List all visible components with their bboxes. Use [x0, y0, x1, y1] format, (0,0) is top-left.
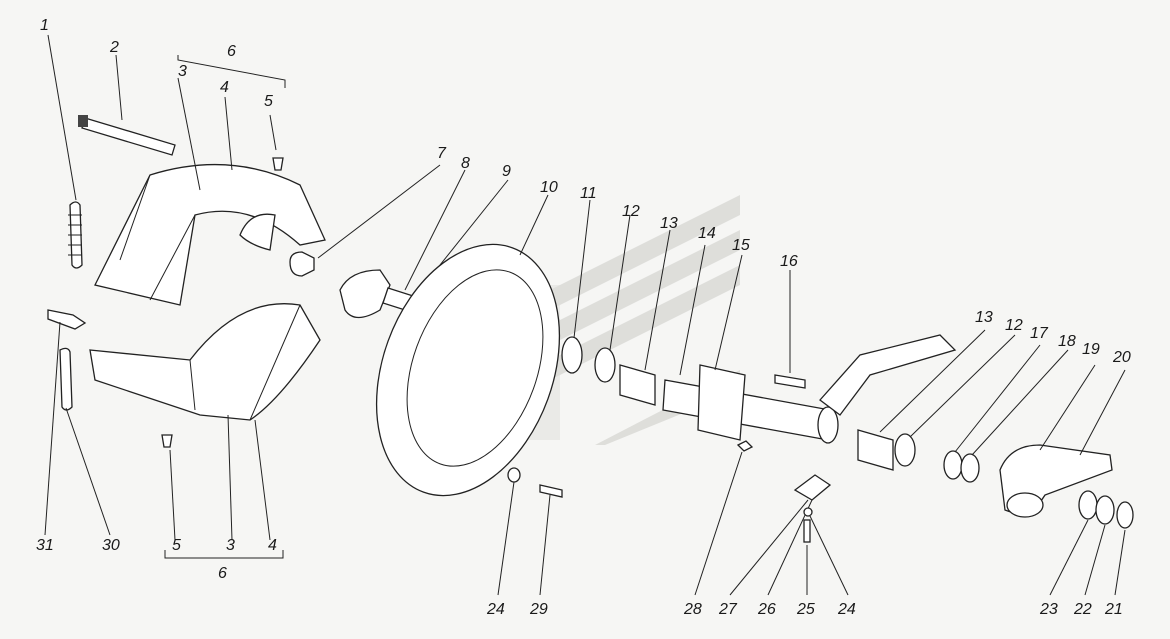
part-25-bolt	[803, 519, 811, 543]
label-4-top: 4	[220, 79, 229, 96]
part-12-seal-right	[894, 433, 916, 467]
label-23: 23	[1040, 601, 1058, 618]
part-23-washer	[1078, 490, 1098, 520]
part-31-bolt	[47, 309, 87, 330]
label-6-top: 6	[227, 43, 236, 60]
label-12: 12	[622, 203, 640, 220]
label-5-bottom: 5	[172, 537, 181, 554]
label-21: 21	[1105, 601, 1123, 618]
label-22: 22	[1074, 601, 1092, 618]
part-29-bolt	[539, 484, 563, 498]
part-12-seal	[594, 347, 616, 383]
label-3-bottom: 3	[226, 537, 235, 554]
part-16-bolt	[774, 374, 806, 389]
label-2: 2	[110, 39, 119, 56]
label-29: 29	[530, 601, 548, 618]
part-5-rivet-top	[272, 157, 284, 171]
label-9: 9	[502, 163, 511, 180]
part-lower-brake-shoe	[89, 303, 321, 421]
label-8: 8	[461, 155, 470, 172]
part-5-rivet-bottom	[161, 434, 173, 448]
label-12-right: 12	[1005, 317, 1023, 334]
label-28: 28	[684, 601, 702, 618]
part-14-15-housing	[662, 364, 839, 444]
label-27: 27	[719, 601, 737, 618]
part-21-circlip	[1116, 501, 1134, 529]
part-7-bushing	[289, 251, 315, 277]
part-13-bushing-right	[857, 429, 894, 471]
part-lever-bracket	[819, 334, 957, 416]
label-30: 30	[102, 537, 120, 554]
label-5-top: 5	[264, 93, 273, 110]
label-10: 10	[540, 179, 558, 196]
label-15: 15	[732, 237, 750, 254]
label-17: 17	[1030, 325, 1048, 342]
part-upper-brake-shoe	[94, 163, 326, 306]
label-7: 7	[437, 145, 446, 162]
part-11-washer	[561, 336, 583, 374]
label-19: 19	[1082, 341, 1100, 358]
label-3-top: 3	[178, 63, 187, 80]
part-24-washer-right	[803, 507, 813, 517]
part-19-20-slack-adjuster	[999, 444, 1113, 518]
label-1: 1	[40, 17, 49, 34]
part-30-spring	[59, 347, 73, 411]
label-6-bottom: 6	[218, 565, 227, 582]
part-27-plate	[793, 474, 832, 501]
label-24-right: 24	[838, 601, 856, 618]
label-26: 26	[758, 601, 776, 618]
label-25: 25	[797, 601, 815, 618]
part-18-washer	[960, 453, 980, 483]
part-28-key	[736, 440, 754, 452]
label-18: 18	[1058, 333, 1076, 350]
label-4-bottom: 4	[268, 537, 277, 554]
part-17-washer	[943, 450, 963, 480]
label-16: 16	[780, 253, 798, 270]
part-2-pin	[78, 115, 176, 156]
part-13-bushing	[619, 364, 656, 406]
part-1-spring	[68, 201, 83, 269]
label-24: 24	[487, 601, 505, 618]
part-22-washer	[1095, 495, 1115, 525]
label-20: 20	[1113, 349, 1131, 366]
label-13-right: 13	[975, 309, 993, 326]
label-11: 11	[580, 185, 597, 202]
label-14: 14	[698, 225, 716, 242]
part-10-backing-plate	[375, 243, 561, 497]
label-13: 13	[660, 215, 678, 232]
label-31: 31	[36, 537, 54, 554]
part-24-washer	[507, 467, 521, 483]
